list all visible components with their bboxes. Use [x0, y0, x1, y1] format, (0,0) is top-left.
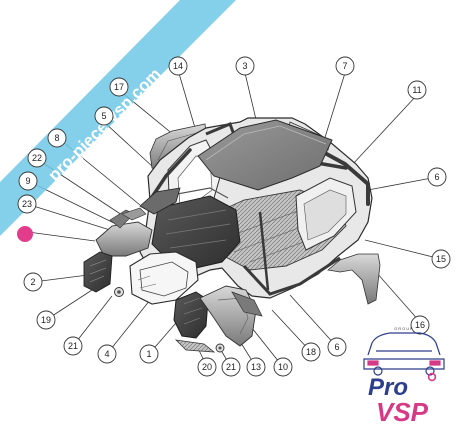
- logo-group-text: GROUP: [394, 326, 414, 331]
- callout-label: 4: [104, 349, 109, 359]
- logo-line-1: Pro: [368, 374, 408, 401]
- callout-label: 3: [242, 61, 247, 71]
- callout-label: 17: [114, 82, 124, 92]
- part-front-bulkhead: [151, 195, 241, 269]
- callout-circle: [47, 128, 67, 148]
- callout-circle: [36, 310, 56, 330]
- callout-label: 6: [434, 172, 439, 182]
- logo-accent-dot: [427, 372, 437, 382]
- callout-circle: [427, 167, 447, 187]
- callout-5: 5: [94, 106, 114, 126]
- callout-14: 14: [168, 56, 188, 76]
- callout-2: 2: [23, 272, 43, 292]
- callout-circle: [221, 357, 241, 377]
- brand-logo: GROUP Pro VSP: [363, 326, 445, 427]
- part-sill-strip: [174, 339, 216, 353]
- callout-3: 3: [235, 56, 255, 76]
- callout-label: 11: [412, 85, 421, 95]
- callout-7: 7: [335, 56, 355, 76]
- callout-15: 15: [431, 249, 451, 269]
- callout-circle: [301, 342, 321, 362]
- callout-19: 19: [36, 310, 56, 330]
- callout-circle: [410, 315, 430, 335]
- callout-16: 16: [410, 315, 430, 335]
- callout-circle: [63, 336, 83, 356]
- callout-circle: [168, 56, 188, 76]
- callout-circle: [335, 56, 355, 76]
- callout-circle: [197, 357, 217, 377]
- callout-circle: [27, 148, 47, 168]
- callout-18: 18: [301, 342, 321, 362]
- callout-23: 23: [17, 194, 37, 214]
- callout-circle: [246, 357, 266, 377]
- logo-line-2: VSP: [376, 397, 429, 427]
- callout-circle: [23, 272, 43, 292]
- callout-circle: [235, 56, 255, 76]
- callout-label: 1: [146, 349, 151, 359]
- callout-label: 6: [334, 342, 339, 352]
- callout-label: 18: [306, 347, 316, 357]
- callout-circle: [273, 357, 293, 377]
- callout-label: 10: [278, 362, 288, 372]
- callout-22: 22: [27, 148, 47, 168]
- callout-label: 5: [101, 111, 106, 121]
- callout-8: 8: [47, 128, 67, 148]
- callout-label: 21: [68, 341, 78, 351]
- callout-13: 13: [246, 357, 266, 377]
- callout-circle: [407, 80, 427, 100]
- callout-label: 16: [415, 320, 425, 330]
- callout-label: 8: [54, 133, 59, 143]
- callout-6: 6: [327, 337, 347, 357]
- callout-label: 13: [251, 362, 261, 372]
- callout-9: 9: [18, 171, 38, 191]
- callout-17: 17: [109, 77, 129, 97]
- callout-20: 20: [197, 357, 217, 377]
- callout-4: 4: [97, 344, 117, 364]
- callout-label: 23: [22, 199, 32, 209]
- callout-label: 19: [41, 315, 51, 325]
- callout-label: 22: [32, 153, 42, 163]
- callout-label: 7: [342, 61, 347, 71]
- callout-label: 21: [226, 362, 236, 372]
- highlight-marker: [17, 226, 33, 242]
- car-outline-icon: [363, 332, 445, 376]
- part-roof: [197, 119, 333, 191]
- callout-label: 20: [202, 362, 212, 372]
- callout-label: 9: [25, 176, 30, 186]
- callout-1: 1: [139, 344, 159, 364]
- part-front-fender: [173, 291, 209, 339]
- callout-circle: [109, 77, 129, 97]
- part-rear-wing: [327, 253, 381, 305]
- callout-11: 11: [407, 80, 427, 100]
- callout-circle: [139, 344, 159, 364]
- callout-circle: [17, 194, 37, 214]
- callout-21: 21: [63, 336, 83, 356]
- callout-label: 14: [173, 61, 183, 71]
- callout-label: 2: [30, 277, 35, 287]
- callout-circle: [94, 106, 114, 126]
- callout-21: 21: [221, 357, 241, 377]
- callout-10: 10: [273, 357, 293, 377]
- callout-circle: [18, 171, 38, 191]
- body-parts: [83, 117, 381, 353]
- part-front-corner: [83, 251, 113, 293]
- callout-circle: [327, 337, 347, 357]
- callout-6: 6: [427, 167, 447, 187]
- callout-label: 15: [436, 254, 446, 264]
- callout-circle: [97, 344, 117, 364]
- callout-circle: [431, 249, 451, 269]
